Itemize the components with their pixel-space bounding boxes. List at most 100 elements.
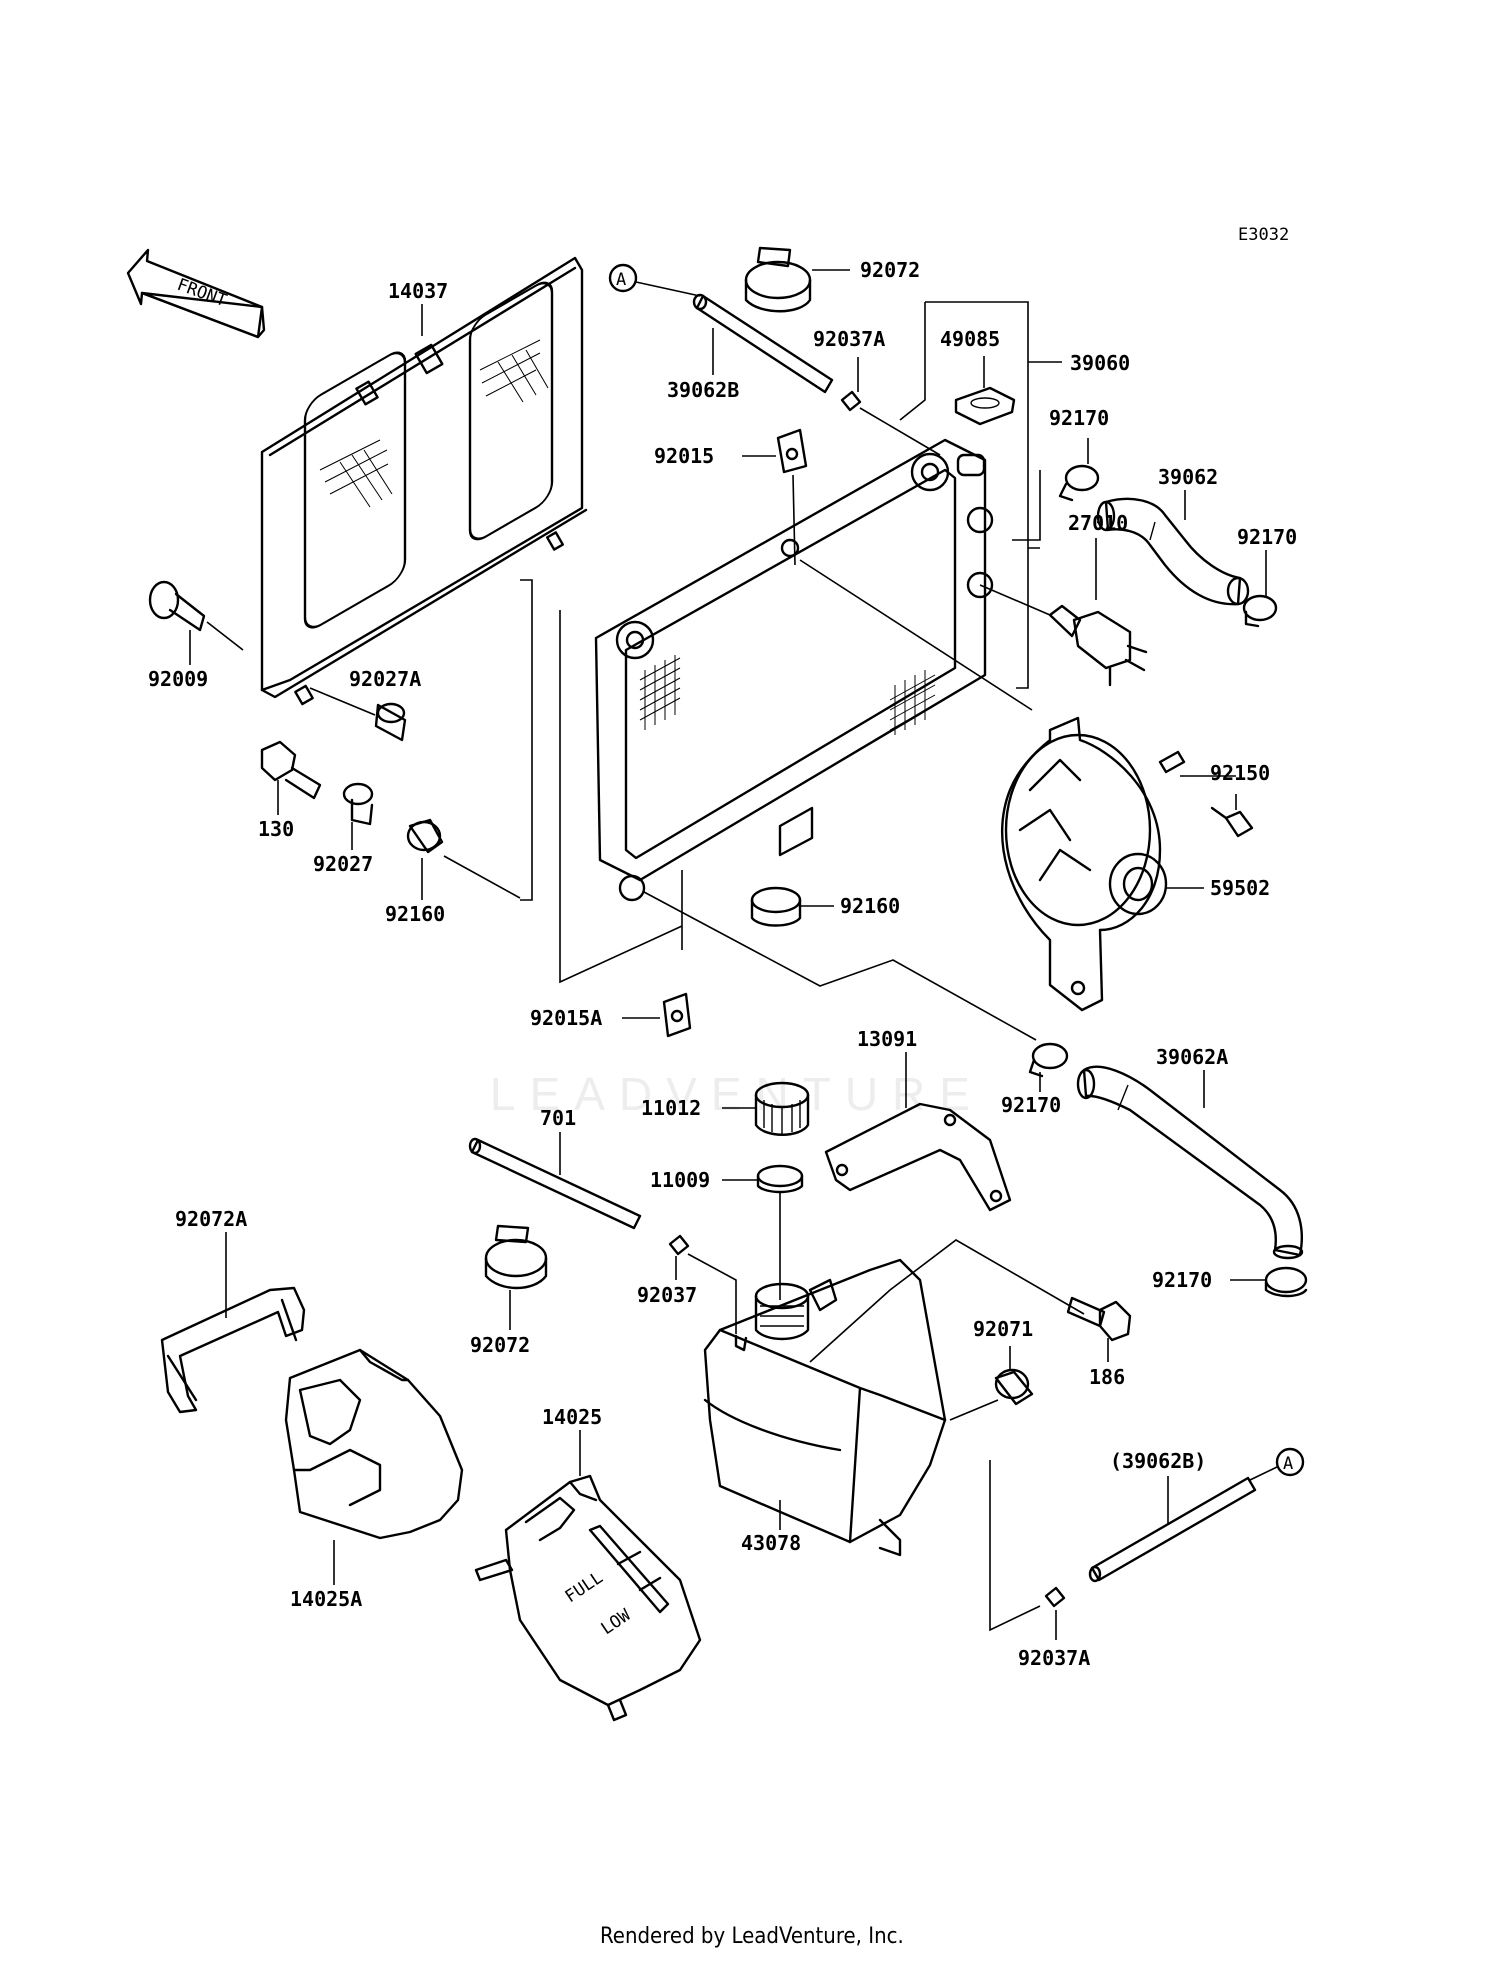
pad-49085-part	[954, 386, 1016, 426]
label-39062B: 39062B	[667, 378, 739, 402]
ref-a-bottom-icon	[1275, 1447, 1305, 1477]
label-27010: 27010	[1068, 511, 1128, 535]
label-92037: 92037	[637, 1283, 697, 1307]
diagram-code: E3032	[1238, 225, 1289, 245]
label-92027A: 92027A	[349, 667, 421, 691]
gauge-low-label: LOW	[598, 1605, 635, 1639]
label-92170-bottom: 92170	[1152, 1268, 1212, 1292]
hose-39062-part	[1096, 497, 1250, 606]
label-59502: 59502	[1210, 876, 1270, 900]
leader-92015	[742, 455, 796, 566]
clamp-92170-top-part	[1058, 464, 1100, 502]
leader-92071	[949, 1346, 1011, 1421]
nut-92015-part	[776, 428, 808, 474]
collar-92027A-part	[374, 702, 407, 742]
leader-92037	[675, 1253, 737, 1334]
label-14037: 14037	[388, 279, 448, 303]
label-92160-mid: 92160	[840, 894, 900, 918]
ref-a-top-icon	[608, 263, 638, 293]
label-92160-left: 92160	[385, 902, 445, 926]
fan-motor-59502-part	[1000, 716, 1186, 1012]
leader-92160-left	[421, 855, 521, 900]
label-49085: 49085	[940, 327, 1000, 351]
leader-ref-a-bottom	[1249, 1466, 1278, 1481]
reservoir-tank-43078-part	[703, 1258, 947, 1557]
label-92037A-bottom: 92037A	[1018, 1646, 1090, 1670]
clamp-92170-mid-part	[1028, 1042, 1069, 1078]
bolt-130-part	[260, 740, 322, 800]
gauge-full-label: FULL	[562, 1568, 607, 1607]
front-label: FRONT	[174, 275, 229, 311]
grommet-92160-left-part	[406, 818, 444, 854]
label-92170-mid: 92170	[1001, 1093, 1061, 1117]
cover-14025-part	[474, 1474, 702, 1722]
label-701: 701	[540, 1106, 576, 1130]
label-39060: 39060	[1070, 351, 1130, 375]
grommet-92160-mid-part	[750, 886, 802, 927]
footer-text: Rendered by LeadVenture, Inc.	[600, 1924, 904, 1949]
label-92170-top: 92170	[1049, 406, 1109, 430]
collar-92027-part	[342, 782, 374, 826]
label-92072-top: 92072	[860, 258, 920, 282]
clip-92037A-bottom-part	[1044, 1586, 1066, 1608]
hose-39062B-ref-part	[1088, 1476, 1257, 1583]
leader-fan-mount	[799, 559, 1033, 711]
label-92170-right: 92170	[1237, 525, 1297, 549]
leader-92027A	[309, 687, 376, 716]
label-92071: 92071	[973, 1317, 1033, 1341]
ref-a-top: A	[616, 270, 626, 290]
cap-11012-part	[754, 1081, 810, 1136]
leader-43078-top	[809, 1239, 1085, 1363]
label-39062A: 39062A	[1156, 1045, 1228, 1069]
bracket-13091-part	[824, 1102, 1012, 1212]
bracket-92072A-part	[160, 1286, 306, 1414]
label-92150: 92150	[1210, 761, 1270, 785]
ref-a-bottom: A	[1283, 1454, 1293, 1474]
clamp-92170-bottom-part	[1264, 1266, 1308, 1298]
clip-92037A-top-part	[840, 390, 862, 412]
leader-92009	[189, 621, 244, 665]
label-39062: 39062	[1158, 465, 1218, 489]
radiator-screen-part	[260, 256, 588, 706]
label-11012: 11012	[641, 1096, 701, 1120]
label-92009: 92009	[148, 667, 208, 691]
leader-11009	[722, 1179, 781, 1300]
cover-14025A-part	[284, 1348, 464, 1540]
label-92072A: 92072A	[175, 1207, 247, 1231]
label-186: 186	[1089, 1365, 1125, 1389]
label-130: 130	[258, 817, 294, 841]
watermark-text: LEADVENTURE	[490, 1068, 984, 1120]
label-92015: 92015	[654, 444, 714, 468]
radiator-core-part	[594, 438, 994, 902]
clamp-92072-bottom-part	[484, 1224, 548, 1290]
label-92027: 92027	[313, 852, 373, 876]
label-11009: 11009	[650, 1168, 710, 1192]
bolt-186-part	[1066, 1296, 1132, 1342]
label-92015A: 92015A	[530, 1006, 602, 1030]
clip-92037-part	[668, 1234, 690, 1256]
leader-92150	[1180, 775, 1237, 810]
screw-92150-part	[1210, 806, 1254, 838]
cap-11009-part	[756, 1164, 804, 1194]
leader-92037A-bottom	[989, 1460, 1057, 1640]
leader-92170-mid-path	[643, 891, 1037, 1041]
leader-ref-a-top	[635, 281, 701, 297]
front-arrow-icon: FRONT	[126, 248, 266, 339]
label-39062B-ref: (39062B)	[1110, 1449, 1206, 1473]
hose-701-part	[468, 1137, 642, 1230]
clamp-92072-top-part	[744, 246, 812, 313]
leader-92170-top	[1012, 438, 1089, 541]
label-14025A: 14025A	[290, 1587, 362, 1611]
grommet-92071-part	[994, 1368, 1034, 1406]
leader-radiator-frame	[520, 579, 683, 984]
nut-92015A-part	[662, 992, 692, 1038]
fan-switch-27010-part	[1048, 604, 1148, 687]
leader-92037A-top	[857, 357, 941, 456]
bolt-92009-part	[148, 580, 206, 632]
hose-39062B-part	[692, 293, 834, 394]
bracket-39060	[899, 301, 1062, 689]
label-92072-bottom: 92072	[470, 1333, 530, 1357]
label-13091: 13091	[857, 1027, 917, 1051]
